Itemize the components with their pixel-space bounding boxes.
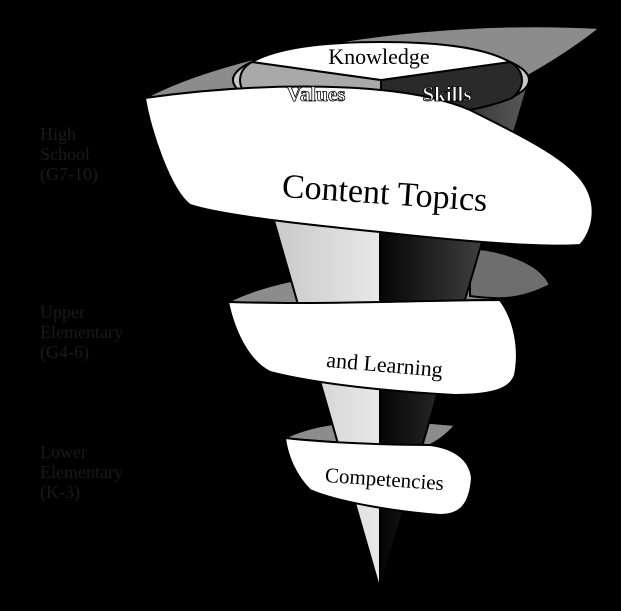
level-line: School xyxy=(40,144,91,164)
level-line: Elementary xyxy=(40,462,123,482)
ribbon-back-right xyxy=(469,246,552,300)
ribbon-and-learning xyxy=(226,298,518,397)
level-line: Upper xyxy=(40,302,85,322)
level-line: (G7-10) xyxy=(40,164,98,184)
top-segment-knowledge xyxy=(248,40,514,82)
level-high-school: High School (G7-10) xyxy=(40,124,98,184)
level-lower-elementary: Lower Elementary (K-3) xyxy=(40,442,123,502)
ribbon-content-topics xyxy=(143,85,594,247)
label-knowledge: Knowledge xyxy=(328,44,429,69)
label-values: Values xyxy=(287,82,346,106)
level-line: (G4-6) xyxy=(40,342,89,362)
level-line: Elementary xyxy=(40,322,123,342)
level-line: High xyxy=(40,124,76,144)
level-line: (K-3) xyxy=(40,482,80,502)
ribbon-competencies xyxy=(283,436,474,517)
level-upper-elementary: Upper Elementary (G4-6) xyxy=(40,302,123,362)
level-line: Lower xyxy=(40,442,87,462)
label-skills: Skills xyxy=(422,82,471,106)
